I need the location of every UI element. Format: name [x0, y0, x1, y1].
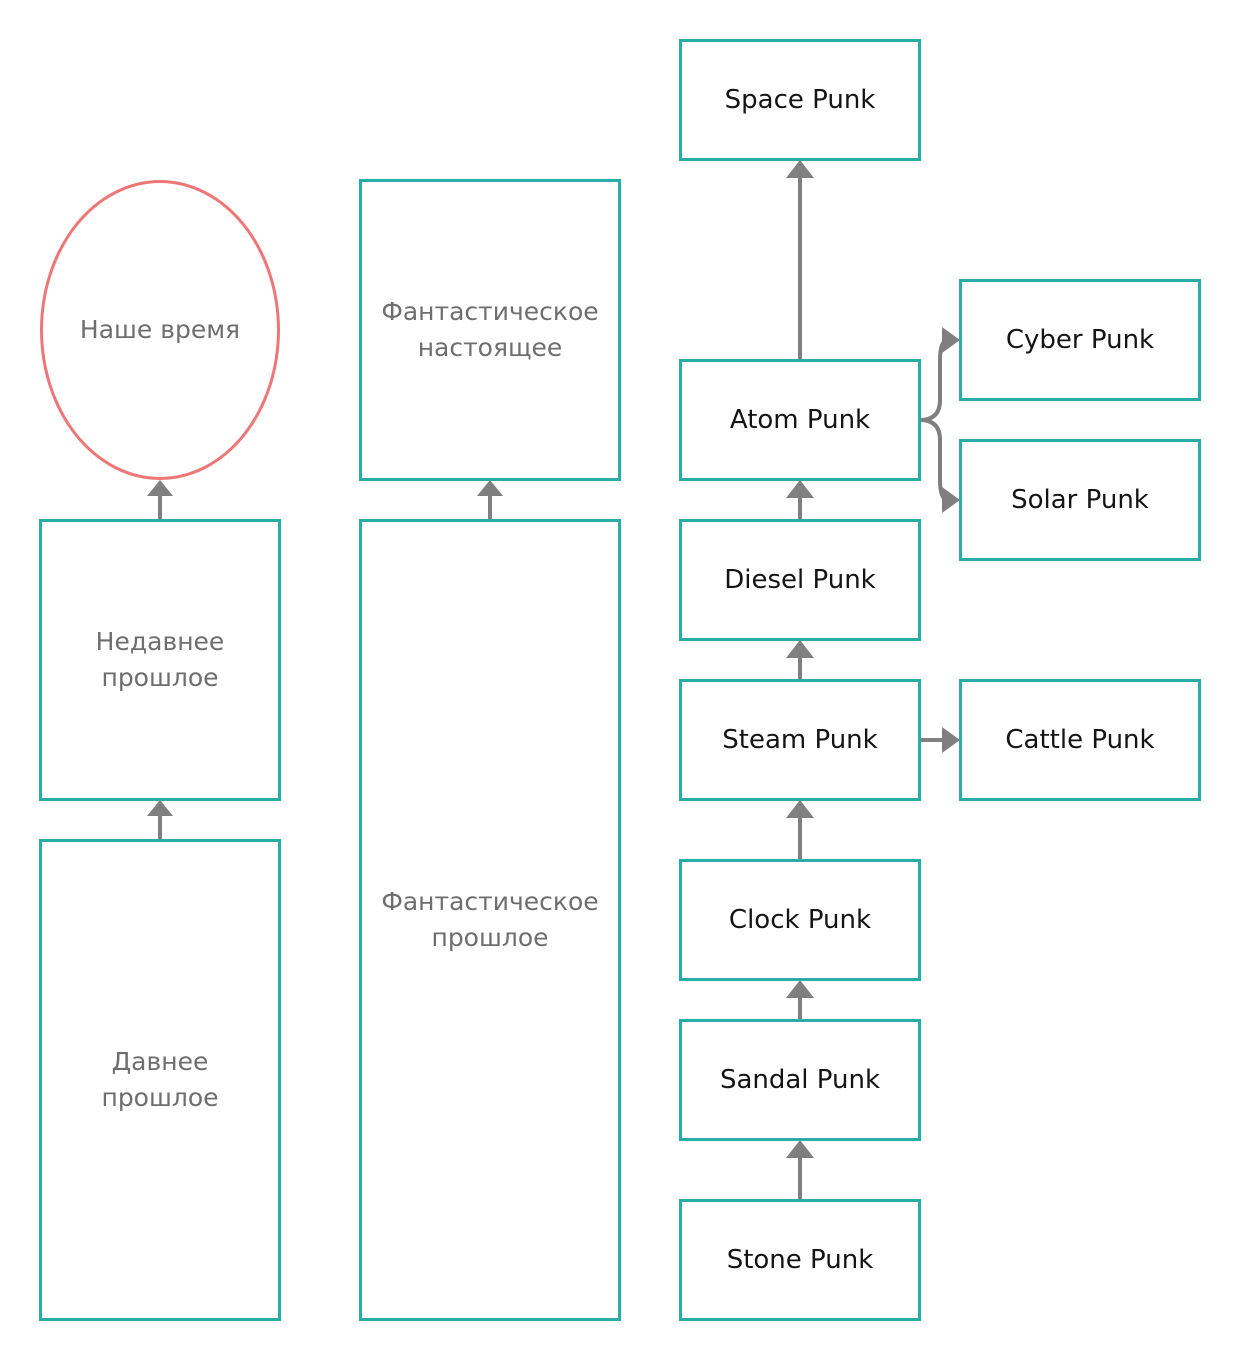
- node-our-time-label: Наше время: [79, 315, 241, 344]
- node-fantastic-past-label: Фантастическое прошлое: [381, 887, 599, 952]
- node-distant-past: Давнее прошлое: [39, 839, 281, 1321]
- node-space-punk-label: Space Punk: [724, 85, 876, 115]
- arrowhead-space: [786, 160, 814, 178]
- arrowhead-cyber: [942, 327, 960, 353]
- arrowhead-recent: [147, 800, 173, 816]
- node-solar-punk: Solar Punk: [959, 439, 1201, 561]
- node-sandal-punk: Sandal Punk: [679, 1019, 921, 1141]
- node-recent-past-label: Недавнее прошлое: [95, 627, 225, 692]
- arrowhead-diesel: [786, 640, 814, 658]
- node-fantastic-present-label: Фантастическое настоящее: [381, 297, 599, 362]
- node-recent-past: Недавнее прошлое: [39, 519, 281, 801]
- node-space-punk: Space Punk: [679, 39, 921, 161]
- arrowhead-fpresent: [477, 480, 503, 496]
- arrowhead-sandal: [786, 1140, 814, 1158]
- connector-atom-branch-bracket: [919, 338, 949, 502]
- node-diesel-punk: Diesel Punk: [679, 519, 921, 641]
- arrowhead-clock: [786, 980, 814, 998]
- node-cyber-punk: Cyber Punk: [959, 279, 1201, 401]
- arrowhead-steam: [786, 800, 814, 818]
- node-sandal-punk-label: Sandal Punk: [719, 1065, 881, 1095]
- arrowhead-now: [147, 480, 173, 496]
- node-diesel-punk-label: Diesel Punk: [724, 565, 876, 595]
- arrowhead-solar: [942, 487, 960, 513]
- node-cattle-punk: Cattle Punk: [959, 679, 1201, 801]
- node-cyber-punk-label: Cyber Punk: [1005, 325, 1155, 355]
- node-our-time: Наше время: [40, 180, 280, 480]
- node-atom-punk: Atom Punk: [679, 359, 921, 481]
- node-steam-punk-label: Steam Punk: [722, 725, 878, 755]
- node-steam-punk: Steam Punk: [679, 679, 921, 801]
- node-fantastic-present: Фантастическое настоящее: [359, 179, 621, 481]
- node-clock-punk: Clock Punk: [679, 859, 921, 981]
- node-stone-punk: Stone Punk: [679, 1199, 921, 1321]
- arrowhead-atom: [786, 480, 814, 498]
- node-fantastic-past: Фантастическое прошлое: [359, 519, 621, 1321]
- node-distant-past-label: Давнее прошлое: [101, 1047, 219, 1112]
- node-clock-punk-label: Clock Punk: [728, 905, 872, 935]
- node-atom-punk-label: Atom Punk: [729, 405, 871, 435]
- node-solar-punk-label: Solar Punk: [1011, 485, 1149, 515]
- node-stone-punk-label: Stone Punk: [726, 1245, 874, 1275]
- arrowhead-cattle: [942, 727, 960, 753]
- node-cattle-punk-label: Cattle Punk: [1005, 725, 1155, 755]
